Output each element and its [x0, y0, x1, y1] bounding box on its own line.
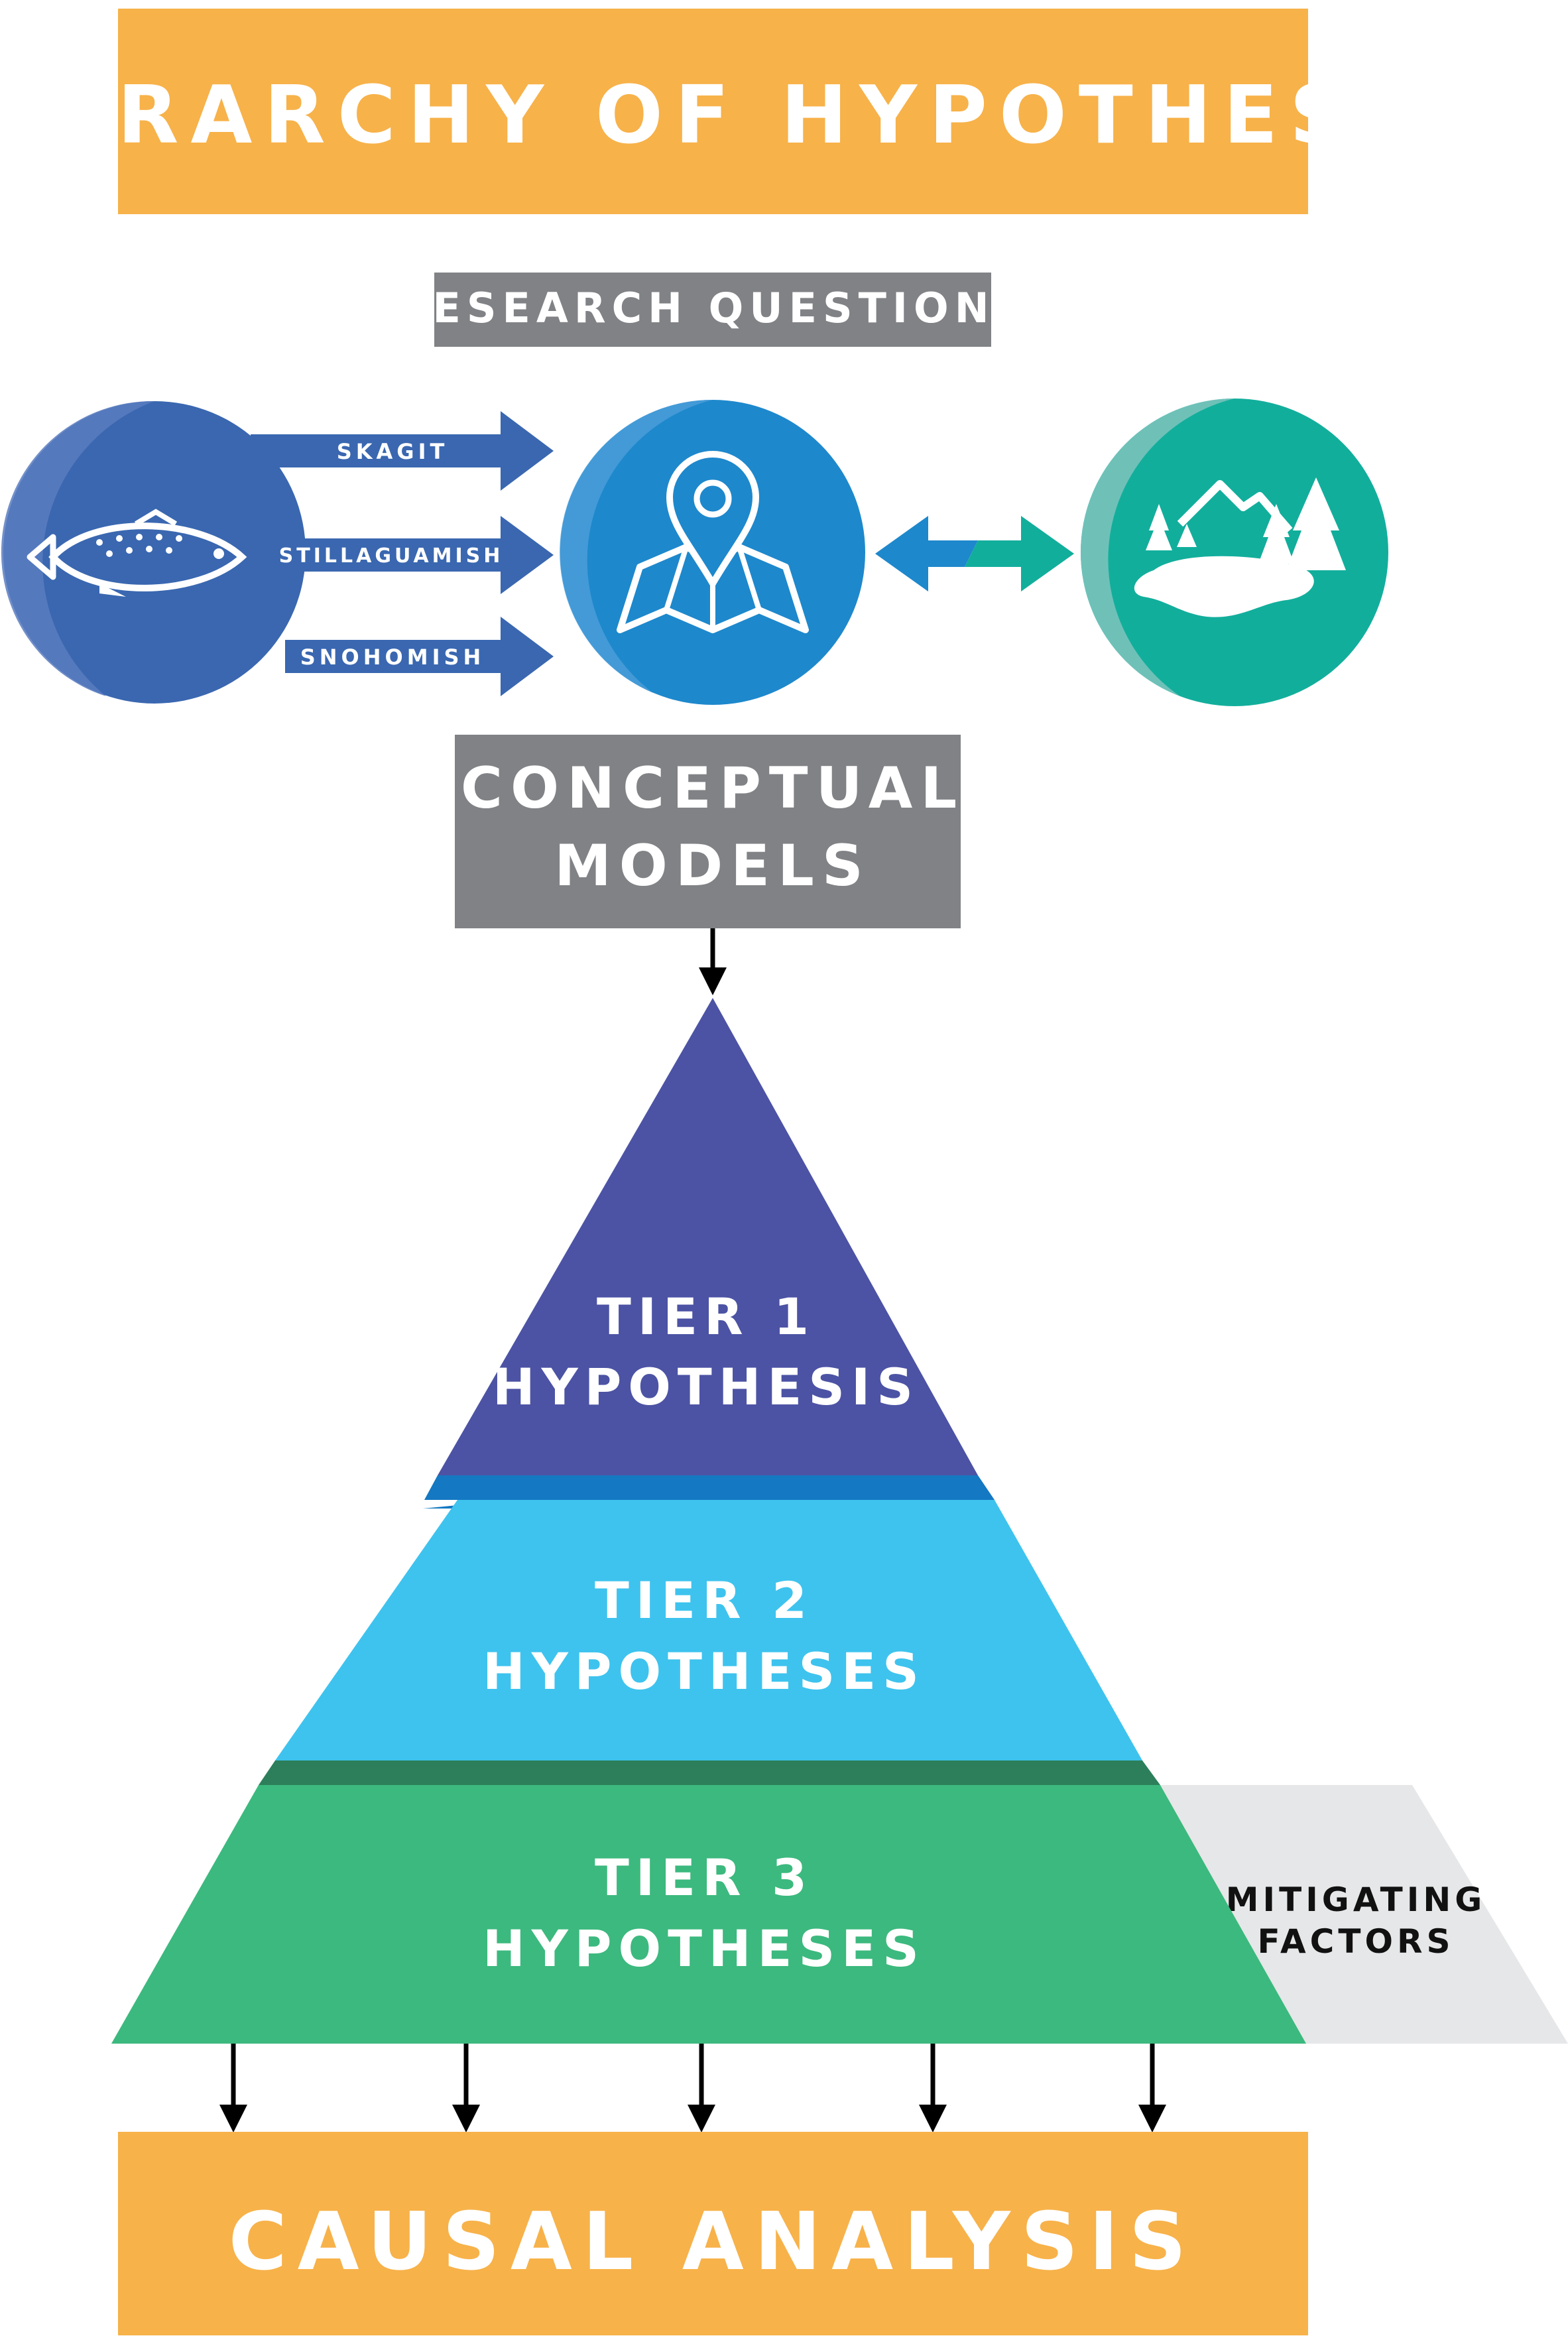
tier-3-line2: HYPOTHESES [483, 1919, 926, 1978]
river-label-stillaguamish: STILLAGUAMISH [279, 544, 504, 568]
page-title: HIERARCHY OF HYPOTHESES [0, 70, 1494, 162]
river-label-skagit: SKAGIT [337, 439, 449, 464]
tier-1-line2: HYPOTHESIS [493, 1357, 920, 1416]
conceptual-models-line2: MODELS [554, 833, 871, 899]
mitigating-line1: MITIGATING [1226, 1881, 1486, 1919]
salmon-fish-icon [1, 401, 306, 704]
causal-analysis-text: CAUSAL ANALYSIS [229, 2196, 1197, 2288]
double-arrow [875, 516, 1074, 591]
wetland-landscape-icon [1081, 399, 1388, 706]
mitigating-line2: FACTORS [1258, 1922, 1455, 1961]
river-arrow-snohomish: SNOHOMISH [285, 617, 554, 696]
conceptual-models-line1: CONCEPTUAL [461, 755, 965, 822]
tier-1-block: TIER 1 HYPOTHESIS [423, 998, 978, 1509]
causal-analysis-banner: CAUSAL ANALYSIS [118, 2132, 1308, 2335]
research-questions-label: RESEARCH QUESTIONS [395, 273, 1030, 347]
mitigating-factors-block: MITIGATING FACTORS [1160, 1785, 1568, 2044]
arrows-to-causal-analysis [219, 2044, 1166, 2132]
research-questions-text: RESEARCH QUESTIONS [395, 284, 1030, 332]
tier-3-line1: TIER 3 [595, 1848, 814, 1907]
river-arrow-skagit: SKAGIT [251, 411, 554, 491]
map-pin-icon [560, 399, 865, 705]
tier-2-line1: TIER 2 [595, 1571, 814, 1630]
tier-2-block: TIER 2 HYPOTHESES [275, 1500, 1142, 1760]
tier-3-block: TIER 3 HYPOTHESES [111, 1785, 1306, 2044]
river-label-snohomish: SNOHOMISH [300, 645, 485, 670]
tier-2-line2: HYPOTHESES [483, 1642, 926, 1701]
river-arrow-stillaguamish: STILLAGUAMISH [278, 516, 554, 594]
conceptual-models-box: CONCEPTUAL MODELS [455, 735, 965, 928]
tier-1-2-connector [424, 1475, 995, 1500]
title-banner: HIERARCHY OF HYPOTHESES [0, 9, 1494, 214]
tier-2-3-connector [259, 1760, 1160, 1785]
tier-1-line1: TIER 1 [597, 1287, 815, 1346]
